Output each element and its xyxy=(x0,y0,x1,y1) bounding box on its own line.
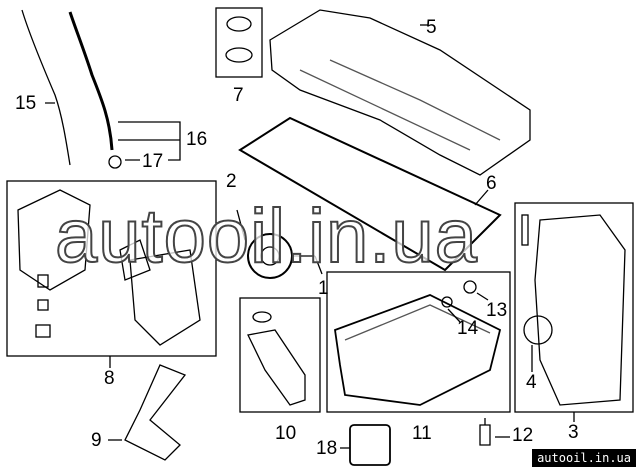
callout-5: 5 xyxy=(426,17,437,38)
bracket-9 xyxy=(124,364,187,461)
callout-11: 11 xyxy=(412,423,432,444)
oil-filter-18 xyxy=(349,424,391,466)
oil-strainer-10 xyxy=(247,329,306,406)
box-7 xyxy=(215,7,263,78)
leader-lines xyxy=(45,102,181,161)
watermark: autooil.in.ua xyxy=(54,194,478,279)
drain-plug-12 xyxy=(479,418,491,446)
callout-6: 6 xyxy=(486,173,497,194)
valve-cover-gasket-6 xyxy=(238,116,502,272)
callout-14: 14 xyxy=(457,318,479,339)
callout-15: 15 xyxy=(15,93,37,114)
callout-10: 10 xyxy=(275,423,297,444)
site-tag: autooil.in.ua xyxy=(532,449,636,467)
callout-8: 8 xyxy=(104,368,115,389)
box-10 xyxy=(239,297,321,413)
box-11 xyxy=(326,271,511,413)
dipstick-15 xyxy=(21,9,71,166)
callout-1: 1 xyxy=(318,278,329,299)
callout-18: 18 xyxy=(316,438,338,459)
callout-7: 7 xyxy=(233,85,244,106)
oil-pan-11 xyxy=(334,294,502,406)
oil-pump-housing xyxy=(17,189,91,291)
callout-9: 9 xyxy=(91,430,102,451)
box-8 xyxy=(6,180,217,357)
dipstick-tube-16 xyxy=(68,11,114,151)
valve-cover-5 xyxy=(269,9,531,176)
front-seal-4 xyxy=(523,315,553,345)
timing-cover-3 xyxy=(534,214,626,406)
callout-4: 4 xyxy=(526,372,537,393)
callout-13: 13 xyxy=(486,300,508,321)
cap-seal xyxy=(225,47,253,63)
callout-2: 2 xyxy=(226,171,237,192)
callout-12: 12 xyxy=(512,425,534,446)
callout-3: 3 xyxy=(568,422,579,443)
oring-17 xyxy=(108,155,122,169)
callout-17: 17 xyxy=(142,151,164,172)
callout-16: 16 xyxy=(186,129,208,150)
oil-cap xyxy=(226,16,252,32)
